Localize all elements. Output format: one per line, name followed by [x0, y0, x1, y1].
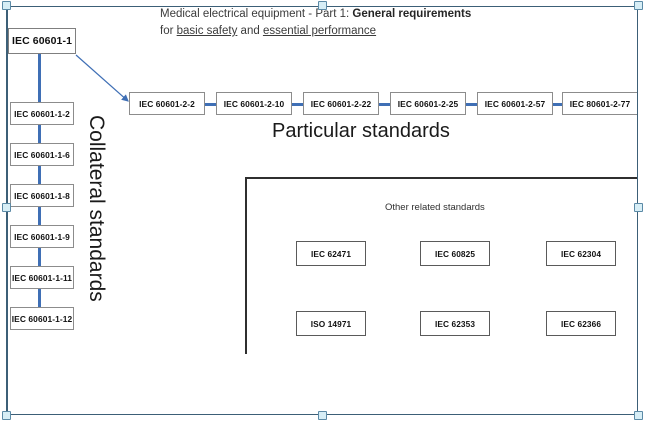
connector-collateral-3-4	[38, 207, 41, 225]
selection-handle-middle-left[interactable]	[2, 203, 11, 212]
standard-label: IEC 60601-1-12	[11, 313, 73, 324]
selection-handle-bottom-center[interactable]	[318, 411, 327, 420]
standard-label: IEC 60825	[434, 248, 476, 259]
standard-label: IEC 60601-1	[11, 35, 73, 47]
title-line-1: Medical electrical equipment - Part 1: G…	[160, 6, 580, 23]
standard-label: IEC 60601-2-22	[310, 98, 372, 109]
standard-label: IEC 62471	[310, 248, 352, 259]
standard-label: IEC 60601-2-25	[397, 98, 459, 109]
connector-collateral-1-2	[38, 125, 41, 143]
standard-box-particular-1[interactable]: IEC 60601-2-2	[129, 92, 205, 115]
standard-box-collateral-1[interactable]: IEC 60601-1-2	[10, 102, 74, 125]
standard-label: IEC 60601-1-2	[14, 108, 70, 119]
standard-label: IEC 60601-1-8	[14, 190, 70, 201]
standard-box-other-6[interactable]: IEC 62366	[546, 311, 616, 336]
connector-root-to-collateral	[38, 54, 41, 102]
standard-label: IEC 62304	[560, 248, 602, 259]
standard-label: IEC 80601-2-77	[569, 98, 631, 109]
standard-label: IEC 60601-1-6	[14, 149, 70, 160]
title-term-basic-safety: basic safety	[176, 25, 238, 37]
selection-handle-bottom-left[interactable]	[2, 411, 11, 420]
connector-collateral-5-6	[38, 289, 41, 307]
standard-box-collateral-6[interactable]: IEC 60601-1-12	[10, 307, 74, 330]
standard-box-collateral-5[interactable]: IEC 60601-1-11	[10, 266, 74, 289]
connector-particular-4-5	[466, 103, 481, 106]
connector-particular-1-2	[205, 103, 220, 106]
selection-handle-bottom-right[interactable]	[634, 411, 643, 420]
standard-box-other-3[interactable]: IEC 62304	[546, 241, 616, 266]
connector-collateral-4-5	[38, 248, 41, 266]
standard-label: ISO 14971	[310, 318, 352, 329]
standard-label: IEC 60601-2-57	[484, 98, 546, 109]
title-line-2: for basic safety and essential performan…	[160, 23, 580, 40]
standard-box-other-1[interactable]: IEC 62471	[296, 241, 366, 266]
title-term-essential-performance: essential performance	[262, 25, 377, 37]
standard-box-particular-6[interactable]: IEC 80601-2-77	[562, 92, 638, 115]
particular-standards-section-label: Particular standards	[272, 120, 450, 142]
standard-label: IEC 62353	[434, 318, 476, 329]
standard-box-collateral-4[interactable]: IEC 60601-1-9	[10, 225, 74, 248]
title-line-1-bold: General requirements	[352, 8, 472, 20]
selection-handle-top-center[interactable]	[318, 1, 327, 10]
standard-box-other-4[interactable]: ISO 14971	[296, 311, 366, 336]
connector-particular-2-3	[292, 103, 307, 106]
diagram-title: Medical electrical equipment - Part 1: G…	[160, 6, 580, 40]
standard-label: IEC 60601-2-10	[223, 98, 285, 109]
standard-box-other-2[interactable]: IEC 60825	[420, 241, 490, 266]
connector-particular-5-6	[553, 103, 563, 106]
standard-box-particular-2[interactable]: IEC 60601-2-10	[216, 92, 292, 115]
title-line-1-prefix: Medical electrical equipment - Part 1:	[160, 8, 353, 20]
standard-label: IEC 60601-2-2	[139, 98, 195, 109]
standard-label: IEC 60601-1-9	[14, 231, 70, 242]
standard-box-particular-3[interactable]: IEC 60601-2-22	[303, 92, 379, 115]
standard-box-other-5[interactable]: IEC 62353	[420, 311, 490, 336]
standard-label: IEC 62366	[560, 318, 602, 329]
selection-handle-top-left[interactable]	[2, 1, 11, 10]
other-related-standards-caption: Other related standards	[385, 202, 485, 213]
standard-label: IEC 60601-1-11	[11, 272, 73, 283]
collateral-standards-axis-label: Collateral standards	[85, 115, 108, 302]
standard-box-particular-4[interactable]: IEC 60601-2-25	[390, 92, 466, 115]
connector-collateral-2-3	[38, 166, 41, 184]
standard-box-collateral-3[interactable]: IEC 60601-1-8	[10, 184, 74, 207]
standard-box-particular-5[interactable]: IEC 60601-2-57	[477, 92, 553, 115]
connector-particular-3-4	[379, 103, 394, 106]
title-line-2-middle: and	[237, 25, 263, 37]
selection-handle-top-right[interactable]	[634, 1, 643, 10]
title-line-2-prefix: for	[160, 25, 177, 37]
selection-handle-middle-right[interactable]	[634, 203, 643, 212]
standard-box-root[interactable]: IEC 60601-1	[8, 28, 76, 54]
standard-box-collateral-2[interactable]: IEC 60601-1-6	[10, 143, 74, 166]
